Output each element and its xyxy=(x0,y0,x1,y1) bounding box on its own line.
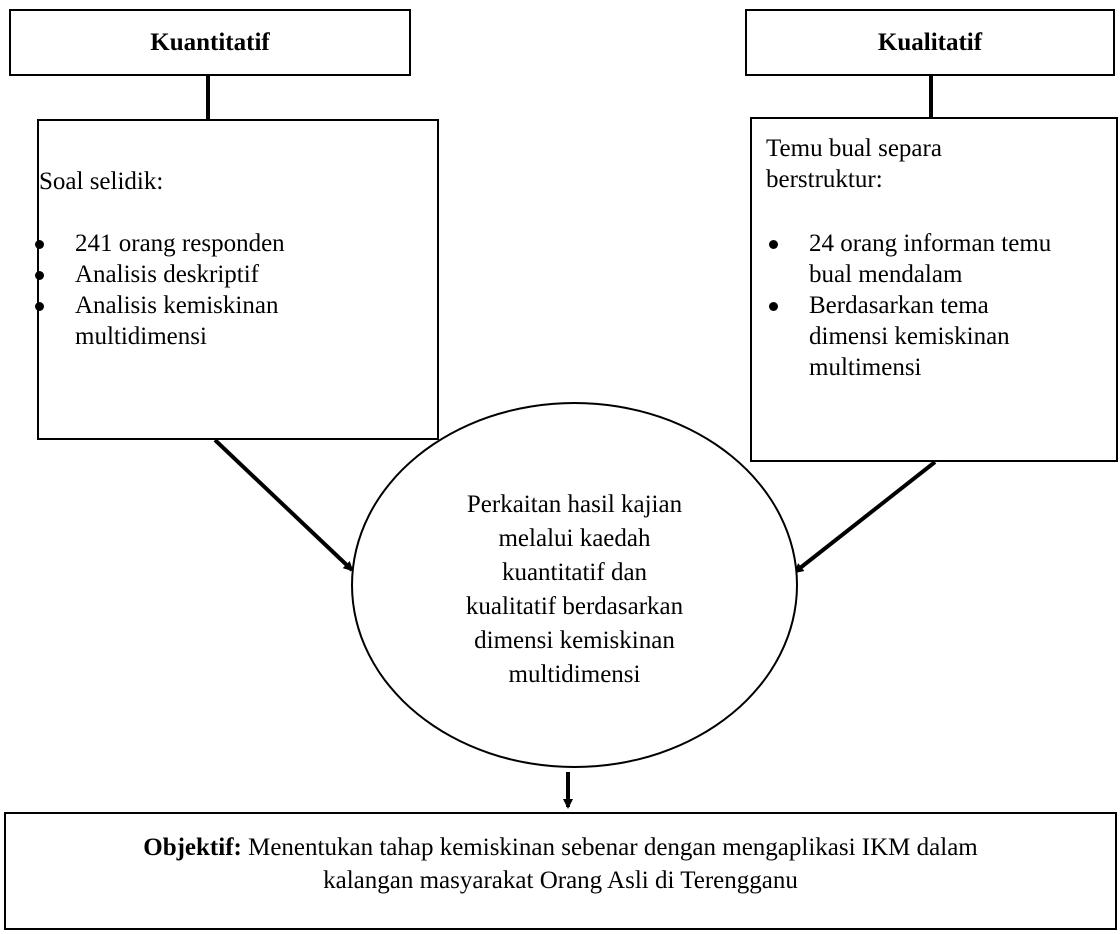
list-item-line: multimensi xyxy=(809,354,922,381)
synthesis-circle: Perkaitan hasil kajian melalui kaedah ku… xyxy=(351,402,798,768)
bullet-icon xyxy=(769,240,778,249)
list-item-line: Analisis kemiskinan xyxy=(75,292,279,319)
list-item: 241 orang responden xyxy=(35,228,437,259)
qualitative-header-box: Kualitatif xyxy=(745,9,1115,76)
quantitative-header-title: Kuantitatif xyxy=(150,28,270,56)
list-item: Analisis deskriptif xyxy=(35,259,437,290)
objective-text: Menentukan tahap kemiskinan sebenar deng… xyxy=(241,834,978,861)
quantitative-bullet-list: 241 orang responden Analisis deskriptif … xyxy=(35,228,437,352)
interview-heading-line: berstruktur: xyxy=(766,166,883,193)
synthesis-line: dimensi kemiskinan xyxy=(474,627,675,654)
left-connector-line xyxy=(206,76,210,120)
left-arrow xyxy=(213,438,354,572)
list-item-line: dimensi kemiskinan xyxy=(809,323,1010,350)
bullet-icon xyxy=(35,240,44,249)
synthesis-line: melalui kaedah xyxy=(498,525,651,552)
list-item-line: 241 orang responden xyxy=(75,230,285,257)
bullet-icon xyxy=(35,302,44,311)
objective-label: Objektif: xyxy=(143,834,242,861)
synthesis-text: Perkaitan hasil kajian melalui kaedah ku… xyxy=(445,488,705,692)
list-item: Analisis kemiskinan multidimensi xyxy=(35,290,437,352)
qualitative-header-title: Kualitatif xyxy=(877,28,983,56)
quantitative-method-box: Soal selidik: 241 orang responden Analis… xyxy=(35,119,439,440)
bullet-icon xyxy=(769,302,778,311)
right-arrow xyxy=(793,460,937,574)
interview-heading-line: Temu bual separa xyxy=(766,135,942,162)
synthesis-line: multidimensi xyxy=(508,661,641,688)
list-item-line: Analisis deskriptif xyxy=(75,261,260,288)
synthesis-line: kualitatif berdasarkan xyxy=(465,593,684,620)
questionnaire-heading: Soal selidik: xyxy=(39,168,164,195)
list-item: Berdasarkan tema dimensi kemiskinan mult… xyxy=(769,290,1116,383)
list-item-line: bual mendalam xyxy=(809,261,963,288)
qualitative-bullet-list: 24 orang informan temu bual mendalam Ber… xyxy=(769,228,1116,383)
list-item-line: 24 orang informan temu xyxy=(809,230,1052,257)
qualitative-method-box: Temu bual separa berstruktur: 24 orang i… xyxy=(750,117,1118,462)
list-item-line: Berdasarkan tema xyxy=(809,292,989,319)
synthesis-line: Perkaitan hasil kajian xyxy=(466,491,683,518)
objective-line-1: Objektif: Menentukan tahap kemiskinan se… xyxy=(6,831,1115,864)
right-connector-line xyxy=(929,76,933,120)
objective-box: Objektif: Menentukan tahap kemiskinan se… xyxy=(4,812,1117,930)
list-item: 24 orang informan temu bual mendalam xyxy=(769,228,1116,290)
objective-line-2: kalangan masyarakat Orang Asli di Tereng… xyxy=(323,867,798,894)
list-item-line: multidimensi xyxy=(75,323,207,350)
quantitative-header-box: Kuantitatif xyxy=(9,9,411,76)
synthesis-line: kuantitatif dan xyxy=(501,559,648,586)
bullet-icon xyxy=(35,271,44,280)
